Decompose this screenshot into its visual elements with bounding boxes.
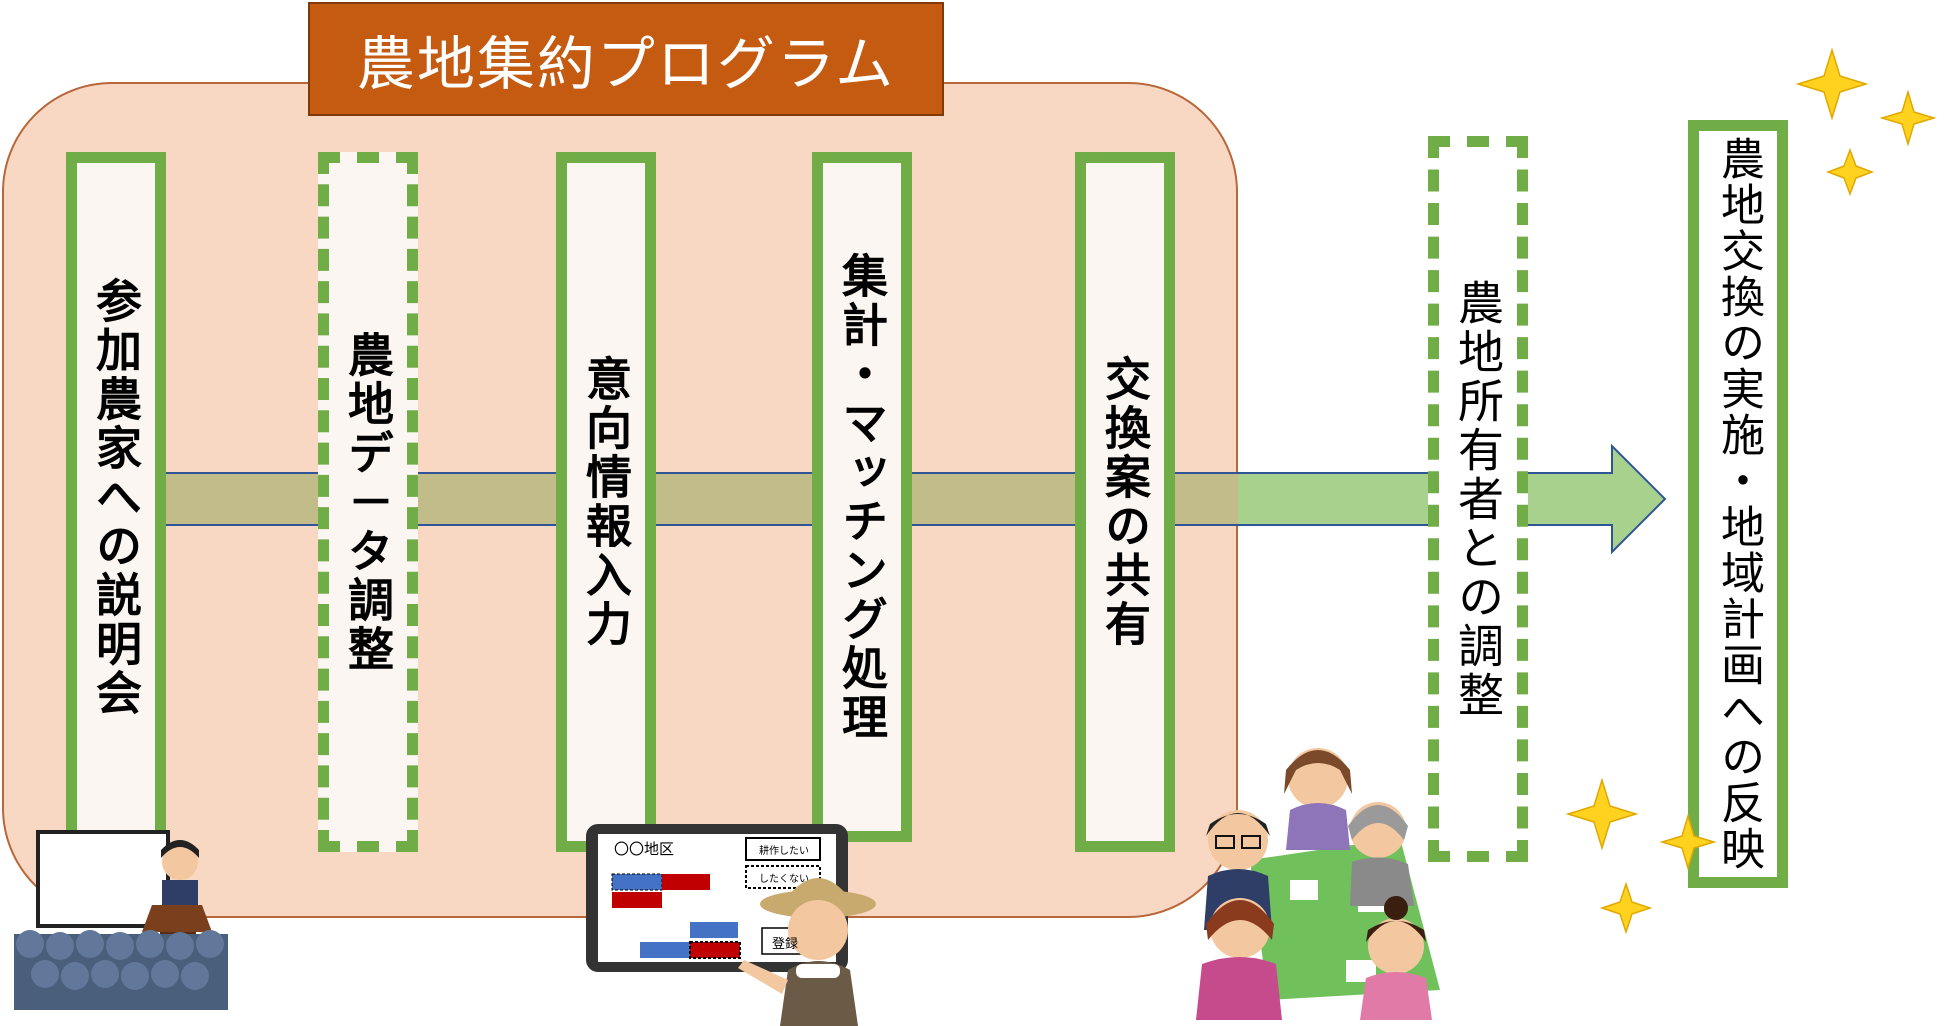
sparkle-icon bbox=[1879, 89, 1937, 147]
program-title: 農地集約プログラム bbox=[308, 2, 944, 116]
step-share-proposal-label: 交換案の共有 bbox=[1098, 355, 1152, 649]
step-share-proposal: 交換案の共有 bbox=[1075, 152, 1175, 852]
sparkle-icon bbox=[1795, 47, 1869, 121]
meeting-illustration bbox=[1196, 748, 1440, 1020]
tablet-option-no[interactable]: したくない bbox=[759, 874, 809, 885]
step-farmland-data: 農地デ－タ調整 bbox=[318, 152, 418, 852]
step-briefing: 参加農家への説明会 bbox=[66, 152, 166, 842]
step-intention-input-label: 意向情報入力 bbox=[579, 355, 633, 649]
tablet-register-button[interactable]: 登録 bbox=[771, 937, 798, 952]
step-matching-label: 集計・マッチング処理 bbox=[835, 252, 889, 742]
step-owner-adjustment: 農地所有者との調整 bbox=[1428, 136, 1528, 862]
presentation-illustration bbox=[14, 830, 228, 1010]
step-intention-input: 意向情報入力 bbox=[556, 152, 656, 852]
step-briefing-label: 参加農家への説明会 bbox=[89, 276, 143, 718]
sparkle-icons bbox=[1565, 47, 1937, 935]
tablet-illustration bbox=[586, 824, 876, 1026]
sparkle-icon bbox=[1565, 777, 1639, 851]
step-owner-adjustment-label: 農地所有者との調整 bbox=[1451, 278, 1505, 720]
tablet-option-yes[interactable]: 耕作したい bbox=[759, 846, 809, 857]
step-farmland-data-label: 農地デ－タ調整 bbox=[341, 330, 395, 674]
sparkle-icon bbox=[1659, 813, 1717, 871]
result-box: 農地交換の実施・地域計画への反映 bbox=[1688, 120, 1788, 888]
tablet-district-label: 〇〇地区 bbox=[614, 840, 675, 858]
sparkle-icon bbox=[1825, 147, 1875, 197]
sparkle-icon bbox=[1599, 881, 1653, 935]
step-matching: 集計・マッチング処理 bbox=[812, 152, 912, 842]
result-label: 農地交換の実施・地域計画への反映 bbox=[1713, 136, 1764, 872]
